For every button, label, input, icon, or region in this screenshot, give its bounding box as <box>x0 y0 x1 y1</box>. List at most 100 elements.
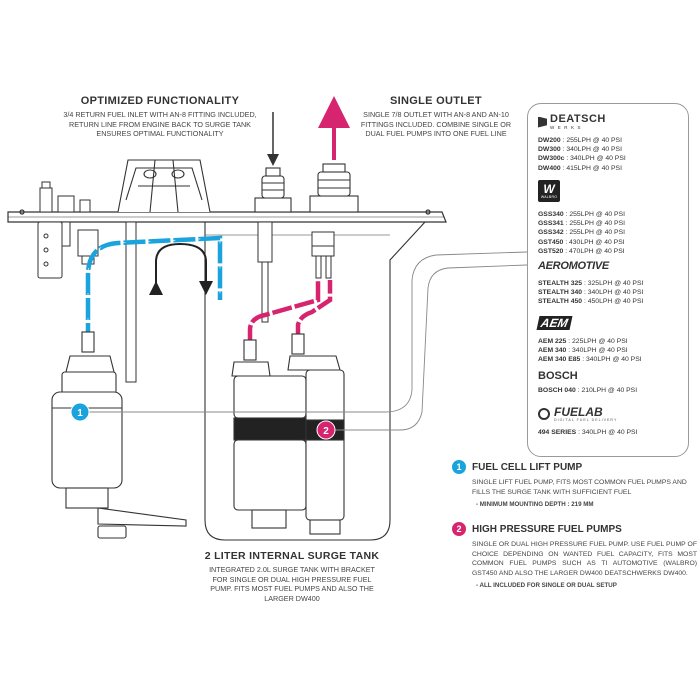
lift-pump <box>51 331 187 539</box>
aeromotive-logo: AEROMOTIVE <box>538 260 609 272</box>
marker-1: 1 <box>70 402 90 422</box>
info-high-pressure: 2 HIGH PRESSURE FUEL PUMPS SINGLE OR DUA… <box>452 522 697 589</box>
fuelab-logo: FUELAB DIGITAL FUEL DELIVERY <box>538 406 637 422</box>
fuelab-logo-text: FUELAB <box>554 405 603 419</box>
high-pump-leader <box>330 264 528 431</box>
model-name: DW200 <box>538 137 561 144</box>
model-entry: DW400 : 415LPH @ 40 PSI <box>538 164 626 173</box>
model-entry: AEM 340 : 340LPH @ 40 PSI <box>538 346 642 355</box>
model-entry: STEALTH 450 : 450LPH @ 40 PSI <box>538 297 643 306</box>
model-name: BOSCH 040 <box>538 387 576 394</box>
model-spec: : 450LPH @ 40 PSI <box>583 298 644 306</box>
model-name: AEM 340 <box>538 347 567 355</box>
callout-single-outlet: SINGLE OUTLET SINGLE 7/8 OUTLET WITH AN-… <box>352 95 520 139</box>
deatschwerks-logo: DEATSCH WERKS <box>538 114 626 130</box>
walbro-logo-icon: W <box>543 182 555 196</box>
info-lift-badge: 1 <box>452 460 466 474</box>
model-spec: : 340LPH @ 40 PSI <box>562 146 622 154</box>
model-entry: AEM 225 : 225LPH @ 40 PSI <box>538 337 642 346</box>
model-name: GSS342 <box>538 229 564 237</box>
model-name: DW400 <box>538 164 561 172</box>
info-lift-title: FUEL CELL LIFT PUMP <box>472 461 583 473</box>
left-fittings <box>37 181 99 279</box>
model-spec: : 340LPH @ 40 PSI <box>578 429 638 436</box>
model-entry: DW200 : 255LPH @ 40 PSI <box>538 136 626 145</box>
brand-fuelab: FUELAB DIGITAL FUEL DELIVERY 494 SERIES … <box>538 406 637 437</box>
outlet-fitting <box>309 163 359 213</box>
model-spec: : 225LPH @ 40 PSI <box>568 338 628 345</box>
brand-bosch: BOSCH BOSCH 040 : 210LPH @ 40 PSI <box>538 370 637 395</box>
high-pressure-line-a <box>247 280 321 345</box>
model-spec: : 255LPH @ 40 PSI <box>565 211 626 218</box>
model-entry: GST450 : 430LPH @ 40 PSI <box>538 238 625 247</box>
model-spec: : 340LPH @ 40 PSI <box>582 356 642 364</box>
callout-optimized-title: OPTIMIZED FUNCTIONALITY <box>80 95 240 107</box>
callout-surge-tank-body: INTEGRATED 2.0L SURGE TANK WITH BRACKET … <box>209 565 375 604</box>
model-spec: : 340LPH @ 40 PSI <box>566 155 626 163</box>
info-lift-note: - MINIMUM MOUNTING DEPTH : 219 MM <box>476 501 594 509</box>
top-bracket <box>117 159 211 213</box>
info-high-badge: 2 <box>452 522 466 536</box>
svg-text:1: 1 <box>77 408 83 419</box>
model-spec: : 470LPH @ 40 PSI <box>565 247 625 255</box>
deatschwerks-logo-sub: WERKS <box>550 125 585 130</box>
lift-pump-leader <box>88 251 528 413</box>
model-name: STEALTH 340 <box>538 289 583 297</box>
model-name: GST520 <box>538 247 564 255</box>
callout-optimized: OPTIMIZED FUNCTIONALITY 3/4 RETURN FUEL … <box>62 95 258 139</box>
info-high-title: HIGH PRESSURE FUEL PUMPS <box>472 523 622 535</box>
model-spec: : 340LPH @ 40 PSI <box>568 347 628 355</box>
model-entry: AEM 340 E85 : 340LPH @ 40 PSI <box>538 355 642 364</box>
walbro-logo-sub: WALBRO <box>540 195 558 199</box>
model-spec: : 255LPH @ 40 PSI <box>562 137 622 144</box>
model-spec: : 415LPH @ 40 PSI <box>562 164 622 172</box>
aem-logo: AEM <box>536 316 573 330</box>
info-high-note: - ALL INCLUDED FOR SINGLE OR DUAL SETUP <box>476 582 617 590</box>
callout-single-outlet-body: SINGLE 7/8 OUTLET WITH AN-8 AND AN-10 FI… <box>360 110 512 139</box>
bosch-model-list: BOSCH 040 : 210LPH @ 40 PSI <box>538 386 637 395</box>
callout-surge-tank-title: 2 LITER INTERNAL SURGE TANK <box>204 550 380 562</box>
lift-pump-line <box>85 235 223 345</box>
high-pressure-pump-right <box>287 333 345 535</box>
info-high-body: SINGLE OR DUAL HIGH PRESSURE FUEL PUMP. … <box>472 541 697 577</box>
model-entry: GST520 : 470LPH @ 40 PSI <box>538 247 625 256</box>
model-entry: DW300 : 340LPH @ 40 PSI <box>538 145 626 154</box>
model-spec: : 210LPH @ 40 PSI <box>577 387 638 394</box>
model-entry: 494 SERIES : 340LPH @ 40 PSI <box>538 428 637 437</box>
model-spec: : 325LPH @ 40 PSI <box>583 280 644 287</box>
fuelab-logo-sub: DIGITAL FUEL DELIVERY <box>554 418 618 422</box>
model-entry: GSS340 : 255LPH @ 40 PSI <box>538 210 625 219</box>
model-name: DW300 <box>538 146 561 154</box>
model-name: GSS341 <box>538 220 564 228</box>
callout-surge-tank: 2 LITER INTERNAL SURGE TANK INTEGRATED 2… <box>204 550 380 604</box>
model-entry: GSS341 : 255LPH @ 40 PSI <box>538 219 625 228</box>
svg-text:2: 2 <box>323 426 329 437</box>
fuelab-logo-icon <box>538 408 550 420</box>
callout-optimized-body: 3/4 RETURN FUEL INLET WITH AN-8 FITTING … <box>63 110 257 139</box>
model-spec: : 430LPH @ 40 PSI <box>565 238 625 246</box>
marker-2: 2 <box>316 420 336 440</box>
model-entry: DW300c : 340LPH @ 40 PSI <box>538 154 626 163</box>
callout-single-outlet-title: SINGLE OUTLET <box>390 95 482 107</box>
info-lift-body: SINGLE LIFT FUEL PUMP, FITS MOST COMMON … <box>472 479 687 496</box>
high-pressure-line-b <box>295 280 333 340</box>
model-entry: GSS342 : 255LPH @ 40 PSI <box>538 228 625 237</box>
model-name: AEM 340 E85 <box>538 356 581 364</box>
model-entry: STEALTH 325 : 325LPH @ 40 PSI <box>538 279 643 288</box>
deatschwerks-logo-icon <box>538 116 547 128</box>
return-fitting <box>254 167 292 213</box>
model-entry: BOSCH 040 : 210LPH @ 40 PSI <box>538 386 637 395</box>
hanger-top-plate <box>7 209 447 223</box>
model-name: 494 SERIES <box>538 429 577 436</box>
high-pressure-pump-left <box>231 339 307 529</box>
return-line-inside <box>149 242 213 295</box>
fuelab-model-list: 494 SERIES : 340LPH @ 40 PSI <box>538 428 637 437</box>
